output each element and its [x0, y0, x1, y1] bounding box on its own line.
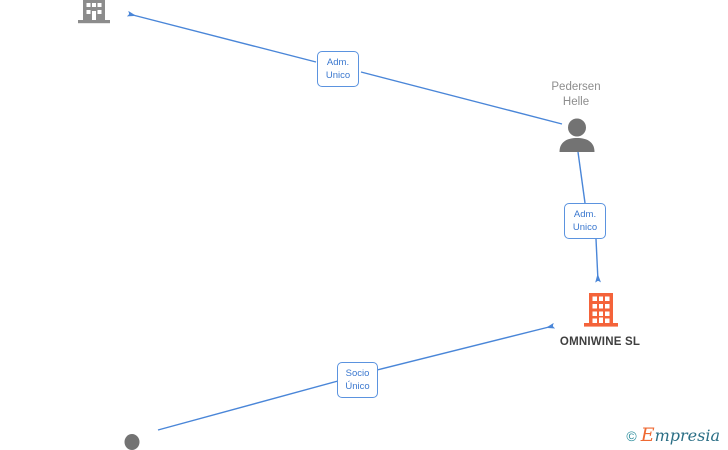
relation-line1: Adm.	[326, 57, 350, 68]
relation-label-socio-unico[interactable]: Socio Único	[337, 362, 378, 398]
empresia-watermark: © Empresia	[626, 424, 720, 446]
relation-line1: Adm.	[573, 209, 597, 220]
building-icon	[78, 0, 110, 24]
relation-label-adm-unico-omniwine[interactable]: Adm. Unico	[564, 203, 606, 239]
copyright-icon: ©	[626, 427, 637, 444]
building-icon	[584, 293, 618, 327]
node-person-bottom-left[interactable]	[122, 434, 142, 450]
node-label-pedersen-helle: Pedersen Helle	[516, 80, 636, 110]
edge-line-adm-unico-omniwine-arrow	[595, 238, 601, 283]
brand-rest: mpresia	[654, 426, 720, 445]
edge-line-socio-unico	[157, 380, 339, 431]
node-company-omniwine[interactable]	[582, 292, 620, 335]
person-icon	[124, 434, 140, 450]
edge-line-adm-unico-top	[360, 71, 563, 125]
node-company-gray-top[interactable]	[76, 0, 112, 33]
relation-line2: Unico	[325, 70, 351, 81]
relation-label-adm-unico-top[interactable]: Adm. Unico	[317, 51, 359, 87]
person-label-line1: Pedersen	[551, 81, 601, 93]
node-person-pedersen-helle[interactable]	[558, 117, 596, 158]
edge-line-adm-unico-top-arrow	[126, 10, 317, 63]
relation-line2: Unico	[572, 222, 598, 233]
person-label-line2: Helle	[562, 96, 590, 108]
person-icon	[559, 118, 595, 152]
brand-initial: E	[640, 424, 655, 446]
brand-logo-text: Empresia	[640, 424, 720, 446]
relation-line2: Único	[345, 381, 370, 392]
node-label-omniwine: OMNIWINE SL	[559, 336, 641, 348]
relation-line1: Socio	[345, 368, 370, 379]
edge-line-socio-unico-arrow	[376, 322, 556, 371]
edge-line-adm-unico-omniwine	[577, 151, 586, 204]
